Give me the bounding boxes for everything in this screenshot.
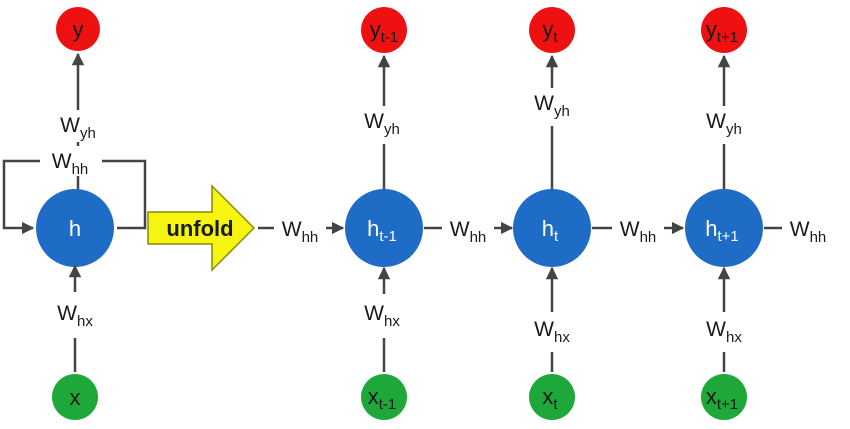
- folded-hidden-label: h: [69, 216, 81, 241]
- folded-input-node: [52, 374, 98, 420]
- unfold-whh-in-label: Whh: [282, 218, 319, 246]
- output-label: yt: [542, 17, 558, 46]
- hidden-node: [685, 189, 763, 267]
- folded-whx-label: Whx: [57, 302, 93, 330]
- output-label: yt+1: [706, 17, 738, 46]
- input-node: [701, 374, 747, 420]
- time-step: yt Wyh ht Whx xt Whh: [513, 7, 685, 420]
- input-node: [361, 374, 407, 420]
- whx-label: Whx: [706, 318, 742, 346]
- folded-wyh-label: Wyh: [60, 114, 96, 142]
- unfold-arrow-shape: [147, 184, 256, 272]
- wyh-label: Wyh: [364, 110, 400, 138]
- hidden-node: [513, 189, 591, 267]
- time-step: yt+1 Wyh ht+1 Whx xt+1 Whh: [685, 7, 826, 420]
- unfold-arrow: unfold: [147, 184, 256, 272]
- output-node: [529, 7, 575, 53]
- time-step: yt-1 Wyh ht-1 Whx xt-1 Whh: [345, 7, 514, 420]
- folded-whh-label-bg: [40, 146, 102, 176]
- input-label: xt-1: [368, 384, 397, 413]
- whh-out-label: Whh: [450, 218, 487, 246]
- output-label: yt-1: [370, 17, 399, 46]
- folded-output-label: y: [73, 17, 84, 42]
- whx-label: Whx: [534, 318, 570, 346]
- whh-out-label: Whh: [620, 218, 657, 246]
- output-node: [701, 7, 747, 53]
- unfold-label: unfold: [166, 216, 233, 241]
- hidden-label: ht: [542, 216, 559, 245]
- whh-out-label: Whh: [790, 218, 827, 246]
- output-node: [361, 7, 407, 53]
- input-label: xt: [542, 384, 558, 413]
- wyh-label: Wyh: [706, 110, 742, 138]
- folded-whh-label: Whh: [52, 150, 89, 178]
- hidden-label: ht-1: [367, 216, 397, 245]
- input-node: [529, 374, 575, 420]
- folded-hidden-node: [36, 189, 114, 267]
- folded-output-node: [56, 7, 100, 51]
- hidden-node: [345, 189, 423, 267]
- hidden-label: ht+1: [705, 216, 739, 245]
- folded-rnn: y Wyh Whh h Whx x: [2, 7, 147, 420]
- input-label: xt+1: [706, 384, 738, 413]
- wyh-label: Wyh: [534, 92, 570, 120]
- whx-label: Whx: [364, 302, 400, 330]
- folded-input-label: x: [70, 385, 81, 410]
